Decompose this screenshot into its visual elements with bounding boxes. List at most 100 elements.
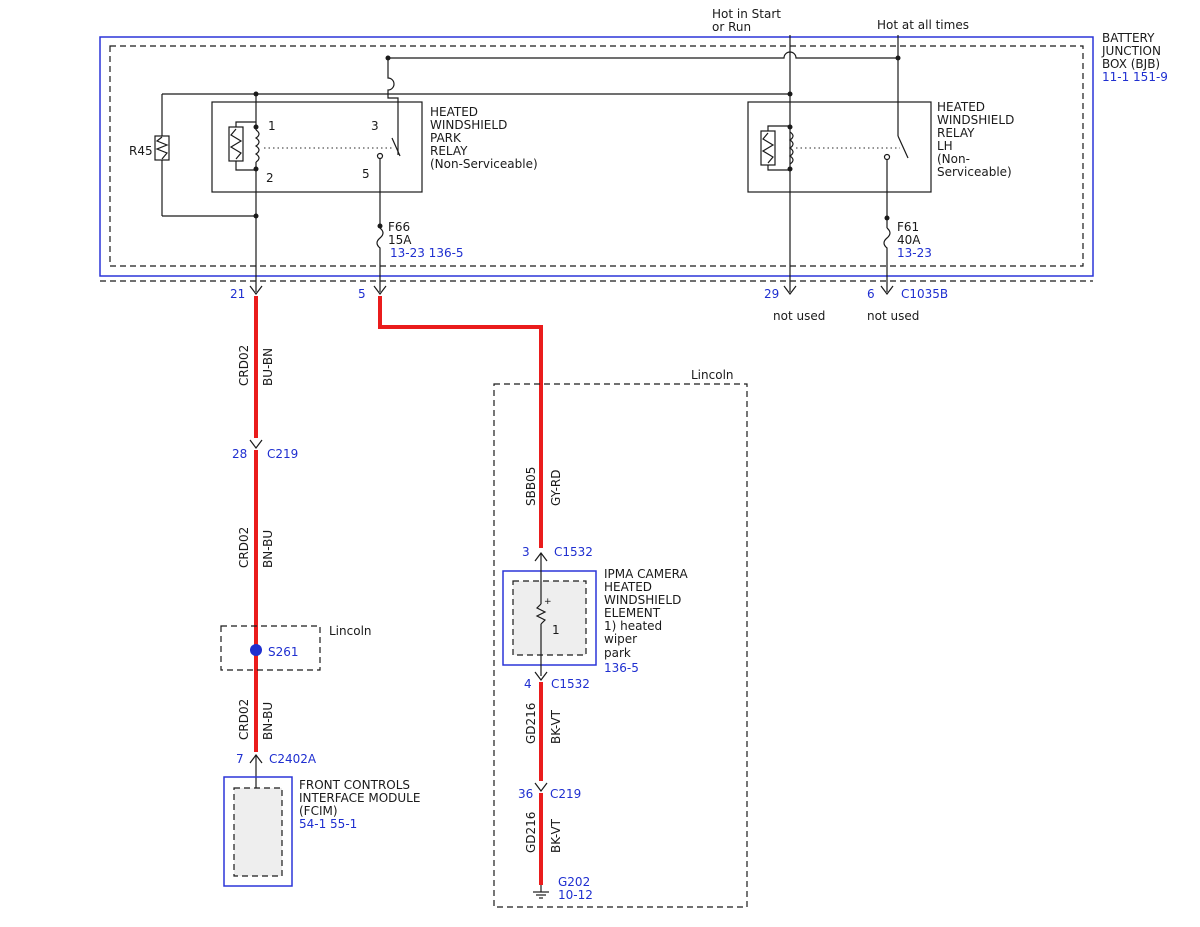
ipma-reference[interactable]: 136-5 — [604, 661, 639, 675]
ground-g202-reference[interactable]: 10-12 — [558, 888, 593, 902]
s261-lincoln-boundary — [220, 625, 321, 671]
hot-at-all-times-bus — [388, 51, 898, 59]
park-relay-box — [211, 101, 423, 193]
bjb-title-line: BATTERY — [1102, 31, 1155, 45]
fuse-f66-terminal — [377, 223, 383, 229]
park-relay-suppressor-leads — [235, 121, 256, 171]
fcim-label-line: INTERFACE MODULE — [299, 791, 420, 805]
park-relay-coil-icon — [254, 129, 260, 163]
c1532-connector-label-bottom[interactable]: C1532 — [551, 677, 590, 691]
c219-connector-label-2[interactable]: C219 — [550, 787, 581, 801]
lh-relay-suppressor-leads — [767, 125, 790, 171]
pin-29-not-used: not used — [773, 309, 825, 323]
ipma-label-line: ELEMENT — [604, 606, 661, 620]
fcim-label: FRONT CONTROLS INTERFACE MODULE (FCIM) 5… — [299, 778, 420, 831]
lincoln-option-label: Lincoln — [329, 624, 372, 638]
lh-relay-label-line: (Non- — [937, 152, 970, 166]
lh-relay-switch-arm — [897, 135, 909, 159]
c1532-bottom-connector-icon — [534, 671, 548, 681]
fcim-module-outline[interactable] — [223, 776, 293, 887]
ipma-module-outline[interactable] — [502, 570, 597, 666]
park-relay-label-line: WINDSHIELD — [430, 118, 507, 132]
junction-dot — [253, 166, 259, 172]
fuse-f66-reference[interactable]: 13-23 136-5 — [390, 246, 464, 260]
wire-circuit-label: CRD02 — [237, 527, 251, 568]
connector-c1035b-label[interactable]: C1035B — [901, 287, 948, 301]
fuse-f66-icon — [376, 227, 384, 292]
c219-pin-label: 28 — [232, 447, 247, 461]
r45-zigzag — [155, 136, 169, 160]
park-relay-label-line: PARK — [430, 131, 462, 145]
ground-g202-label[interactable]: G202 — [558, 875, 590, 889]
pin-6-connector-icon — [880, 285, 894, 295]
c219-connector-label[interactable]: C219 — [267, 447, 298, 461]
lincoln-option-label: Lincoln — [691, 368, 734, 382]
lh-relay-label-line: HEATED — [937, 100, 985, 114]
pin-5-connector-icon — [373, 285, 387, 295]
wire-color-label: BU-BN — [261, 348, 275, 386]
park-relay-suppressor — [229, 128, 243, 160]
ipma-label-line: WINDSHIELD — [604, 593, 681, 607]
lh-relay-box — [747, 101, 932, 193]
wire-color-label: BN-BU — [261, 702, 275, 740]
r45-label: R45 — [129, 144, 153, 158]
lh-relay-label-line: WINDSHIELD — [937, 113, 1014, 127]
bjb-outline — [99, 36, 1094, 277]
pin-6-label: 6 — [867, 287, 875, 301]
c2402a-pin-label: 7 — [236, 752, 244, 766]
ipma-label-line: 1) heated — [604, 619, 662, 633]
lh-relay-contact — [883, 153, 891, 161]
c1532-connector-label[interactable]: C1532 — [554, 545, 593, 559]
pin-21-label: 21 — [230, 287, 245, 301]
park-relay-pin-5: 5 — [362, 167, 370, 181]
lh-relay-label-line: RELAY — [937, 126, 975, 140]
junction-dot — [253, 91, 259, 97]
c219-connector-icon — [249, 439, 263, 449]
park-relay-label-line: (Non-Serviceable) — [430, 157, 538, 171]
fuse-f61-reference[interactable]: 13-23 — [897, 246, 932, 260]
lh-relay-label-line: Serviceable) — [937, 165, 1012, 179]
bjb-reference[interactable]: 11-1 151-9 — [1102, 70, 1168, 84]
bjb-title: BATTERY JUNCTION BOX (BJB) 11-1 151-9 — [1101, 31, 1168, 84]
pin-6-not-used: not used — [867, 309, 919, 323]
fuse-f61-name: F61 — [897, 220, 919, 234]
bus-crossover — [387, 58, 395, 94]
pin-21-connector-icon — [249, 285, 263, 295]
ipma-label-line: park — [604, 646, 631, 660]
wire-sbb05-gy-rd[interactable] — [378, 296, 543, 548]
supply-label-start-run-2: or Run — [712, 20, 751, 34]
ipma-heating-element-icon — [535, 603, 547, 625]
park-relay-switch-arm — [391, 137, 401, 157]
lh-relay-coil-icon — [788, 131, 794, 165]
fuse-f61-icon — [883, 227, 891, 292]
fuse-f66-rating: 15A — [388, 233, 412, 247]
ipma-lincoln-boundary — [493, 383, 748, 908]
c219-pin-36-label: 36 — [518, 787, 533, 801]
fuse-f66-name: F66 — [388, 220, 410, 234]
splice-s261-label[interactable]: S261 — [268, 645, 299, 659]
lh-relay-label: HEATED WINDSHIELD RELAY LH (Non- Service… — [937, 100, 1014, 179]
wire-circuit-label: CRD02 — [237, 345, 251, 386]
c1532-pin-4-label: 4 — [524, 677, 532, 691]
c2402a-connector-label[interactable]: C2402A — [269, 752, 317, 766]
park-relay-label-line: RELAY — [430, 144, 468, 158]
park-relay-pin-3: 3 — [371, 119, 379, 133]
splice-s261-icon[interactable] — [250, 644, 262, 656]
park-relay-contact — [376, 152, 384, 160]
wire-circuit-label: GD216 — [524, 703, 538, 744]
wire-circuit-label: SBB05 — [524, 467, 538, 506]
ipma-label: IPMA CAMERA HEATED WINDSHIELD ELEMENT 1)… — [604, 567, 689, 675]
ipma-module-body — [512, 580, 587, 656]
ground-g202-icon — [533, 885, 549, 899]
fcim-label-line: FRONT CONTROLS — [299, 778, 410, 792]
park-relay-switch-feed — [387, 94, 399, 155]
park-relay-pin-1: 1 — [268, 119, 276, 133]
supply-label-hot-all-times: Hot at all times — [877, 18, 969, 32]
r45-resistor-icon — [154, 135, 170, 161]
c219-connector-icon-2 — [534, 782, 548, 792]
bjb-title-line: JUNCTION — [1101, 44, 1161, 58]
fcim-reference[interactable]: 54-1 55-1 — [299, 817, 357, 831]
lh-relay-suppressor — [761, 132, 775, 164]
wire-color-label: BK-VT — [549, 818, 563, 853]
